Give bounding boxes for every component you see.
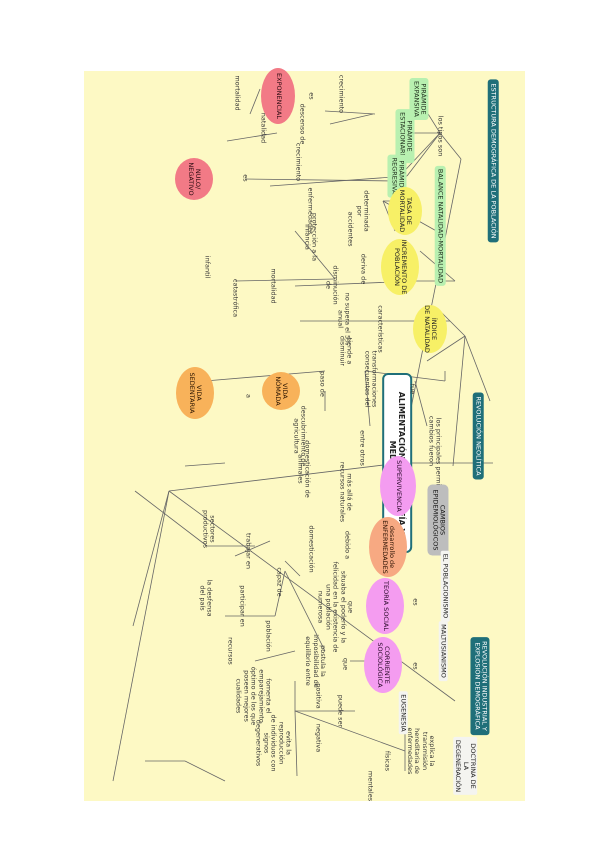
connector bbox=[132, 490, 170, 627]
connector bbox=[414, 380, 428, 427]
label-domesticacion-animales: domesticación de animales bbox=[296, 440, 312, 498]
label-postula: postula la imposibilidad de equilibrio e… bbox=[304, 634, 328, 688]
concept-map-board: ALIMENTACIÓN, DEMOGRAFÍA Y MEDICINA ESTR… bbox=[84, 68, 525, 802]
node-el-poblacionismo: EL POBLACIONISMO bbox=[440, 550, 450, 622]
connector bbox=[284, 570, 326, 652]
label-a: a bbox=[244, 394, 253, 398]
connector bbox=[364, 370, 371, 427]
label-fue: fue bbox=[408, 383, 417, 395]
label-trabajar-en: trabajar en bbox=[244, 533, 253, 569]
label-mentales: mentales bbox=[366, 770, 375, 802]
section-neolitica: REVOLUCIÓN NEOLÍTICA bbox=[472, 392, 484, 480]
node-vida-nomada: VIDA NÓMADA bbox=[262, 372, 300, 410]
label-recursos: recursos bbox=[226, 637, 235, 665]
node-corriente-sociologica: CORRIENTE SOCIOLÓGICA bbox=[364, 637, 402, 693]
label-puede-ser: puede ser bbox=[336, 694, 345, 728]
node-incremento-poblacion: INCREMENTO DE POBLACIÓN bbox=[381, 239, 419, 295]
label-paso-de: paso de bbox=[318, 371, 327, 397]
connector bbox=[324, 110, 376, 115]
label-fisicas: físicas bbox=[383, 750, 392, 772]
label-los-tipos-son: los tipos son bbox=[436, 115, 445, 157]
node-vida-sedentaria: VIDA SEDENTARIA bbox=[176, 367, 214, 419]
connector bbox=[269, 175, 408, 187]
label-mortalidad-mid: mortalidad bbox=[269, 268, 278, 304]
connector bbox=[184, 462, 226, 467]
node-doctrina-degeneracion: DOCTRINA DE LA DEGENERACIÓN bbox=[452, 736, 478, 796]
connector-lines bbox=[112, 88, 493, 782]
connector bbox=[284, 560, 301, 577]
label-es-2: es bbox=[241, 174, 250, 182]
label-caracteristicas: características bbox=[376, 305, 385, 353]
label-crecimiento-mid: crecimiento bbox=[294, 142, 303, 182]
connector bbox=[329, 113, 374, 125]
connector bbox=[452, 335, 466, 467]
node-desarrollo-enfermedades: desarrollo de ENFERMEDADES bbox=[369, 517, 407, 577]
node-tasa-mortalidad: TASA DE MORTALIDAD bbox=[388, 187, 422, 235]
connector bbox=[168, 490, 456, 702]
connector bbox=[439, 132, 462, 160]
connector bbox=[234, 278, 336, 282]
node-cambios-epidemiologicos: CAMBIOS EPIDEMIOLÓGICOS bbox=[427, 484, 449, 556]
label-natalidad: natalidad bbox=[259, 112, 268, 144]
label-mas-alla: más allá de recursos naturales bbox=[338, 461, 354, 523]
connector bbox=[168, 462, 401, 492]
label-evita-reproduccion: evita la reproducción de individuos con … bbox=[254, 714, 293, 772]
section-estructura: ESTRUCTURA DEMOGRÁFICA DE LA POBLACIÓN bbox=[487, 79, 499, 243]
node-teoria-social: TEORÍA SOCIAL bbox=[366, 578, 404, 634]
label-es-4: es bbox=[411, 662, 420, 670]
connector bbox=[112, 490, 170, 782]
label-catastrofica: catastrófica bbox=[231, 278, 240, 318]
connector bbox=[294, 710, 298, 777]
connector bbox=[234, 540, 271, 557]
label-tiende-disminuir: tiende a disminuir bbox=[338, 335, 354, 367]
label-proteccion-infancia: protección a la infancia bbox=[303, 212, 319, 262]
node-nulo-negativo: NULO/ NEGATIVO bbox=[175, 158, 213, 200]
label-debido-a: debido a bbox=[343, 530, 352, 560]
concept-map-canvas: ALIMENTACIÓN, DEMOGRAFÍA Y MEDICINA ESTR… bbox=[84, 68, 525, 802]
connector bbox=[244, 178, 396, 182]
label-negativa: negativa bbox=[314, 723, 323, 753]
connector bbox=[294, 710, 406, 752]
label-poblacion: población bbox=[264, 620, 273, 652]
label-capaz-de: capaz de bbox=[275, 567, 284, 597]
connector bbox=[134, 490, 208, 547]
label-explica: explica la transmisión hereditaria de en… bbox=[405, 727, 436, 775]
connector bbox=[249, 88, 261, 115]
node-balance: BALANCE NATALIDAD-MORTALIDAD bbox=[434, 165, 446, 287]
connector bbox=[226, 132, 278, 142]
label-que: que bbox=[341, 657, 350, 671]
connector bbox=[254, 650, 296, 662]
label-accidentes: accidentes bbox=[346, 211, 355, 247]
label-transformaciones: transformaciones consecuentes del bbox=[363, 350, 379, 408]
label-entre-otros: entre otros bbox=[358, 430, 367, 466]
connector bbox=[294, 230, 336, 280]
label-determinada-por: determinada por bbox=[355, 190, 371, 232]
label-sectores-productivos: sectores productivos bbox=[201, 509, 217, 549]
label-deriva-de: deriva de bbox=[359, 253, 368, 285]
label-positiva: positiva bbox=[314, 683, 323, 709]
node-indice-natalidad: ÍNDICE DE NATALIDAD bbox=[413, 305, 447, 353]
node-maltusianismo: MALTUSIANISMO bbox=[438, 621, 448, 681]
label-mortalidad-top: mortalidad bbox=[233, 75, 242, 111]
label-crecimiento-top: crecimiento bbox=[337, 74, 346, 114]
label-es-3: es bbox=[411, 598, 420, 606]
connector bbox=[426, 335, 466, 362]
label-infantil: infantil bbox=[203, 255, 212, 279]
label-defensa-pais: la desfensa del país bbox=[198, 579, 214, 617]
connector bbox=[406, 132, 441, 177]
section-industrial: REVOLUCIÓN INDUSTRIAL Y EXPLOSIÓN DEMOGR… bbox=[470, 637, 490, 735]
label-es-1: es bbox=[307, 92, 316, 100]
label-domesticacion: domesticación bbox=[307, 525, 316, 573]
connector bbox=[204, 370, 326, 382]
connector bbox=[464, 335, 491, 402]
connector bbox=[274, 570, 286, 617]
label-descenso-de: descenso de bbox=[298, 103, 307, 145]
connector bbox=[184, 760, 226, 782]
node-supervivencia: SUPERVIVENCIA bbox=[380, 456, 416, 516]
label-participar-en: participar en bbox=[238, 585, 247, 627]
label-cambios-fueron: los principales cambios fueron bbox=[427, 415, 443, 467]
